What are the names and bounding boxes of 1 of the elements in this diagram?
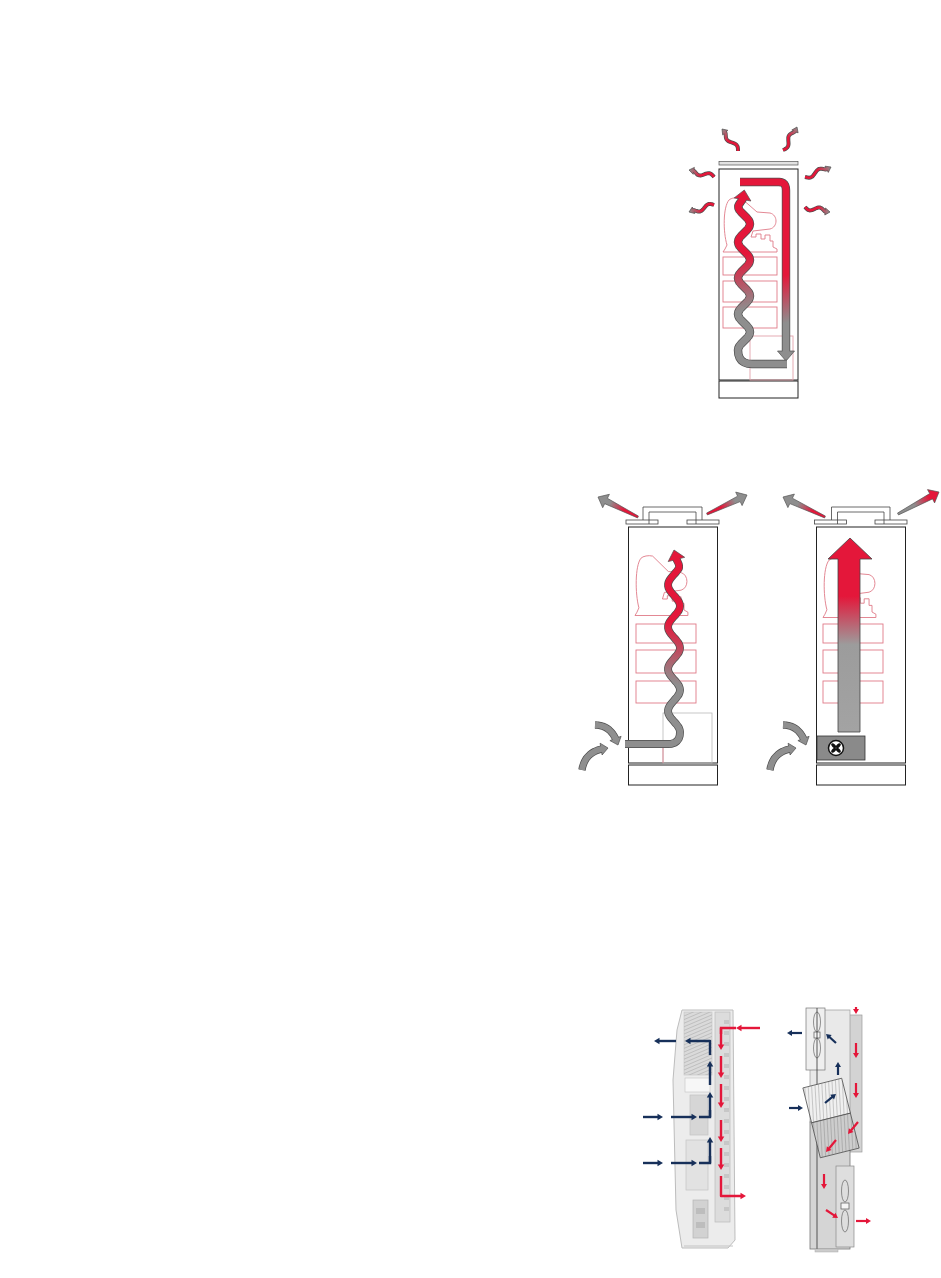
cabinet-airflow-illustration (765, 486, 941, 788)
